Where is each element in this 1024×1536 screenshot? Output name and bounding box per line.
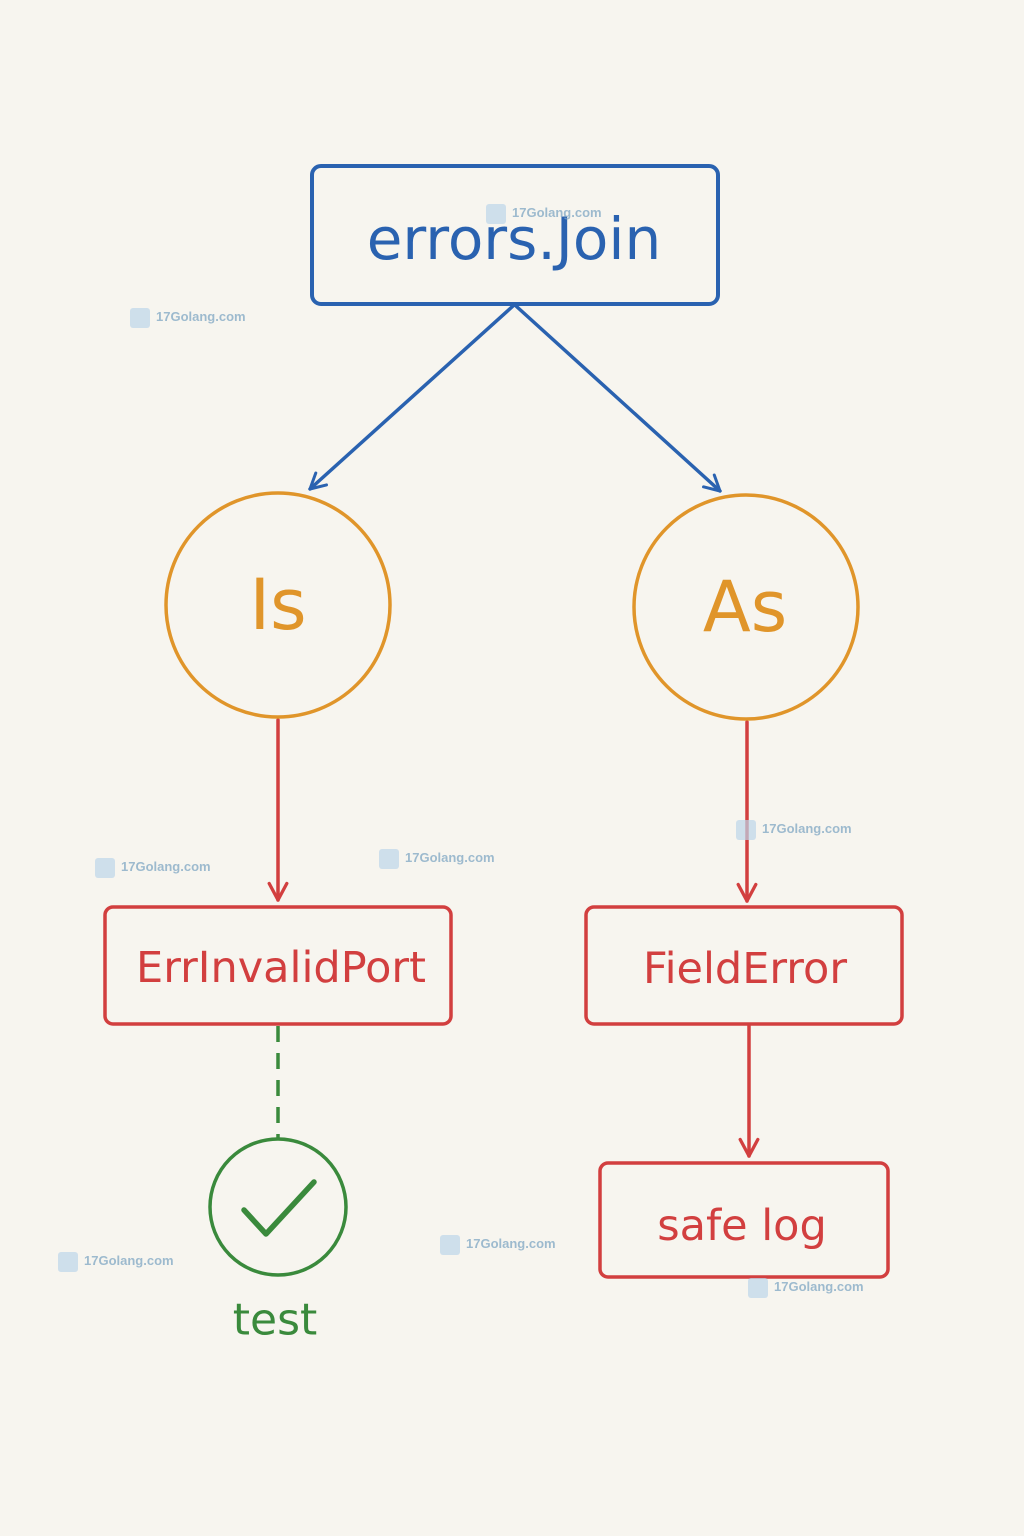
node-safe-log-label: safe log [657, 1201, 827, 1251]
node-errors-join-label: errors.Join [367, 205, 662, 273]
svg-text:17Golang.com: 17Golang.com [466, 1236, 556, 1251]
check-icon [241, 1179, 317, 1237]
watermark-logo: 17Golang.com [440, 1235, 556, 1255]
edge-join-to-as [514, 304, 722, 493]
node-is: Is [164, 491, 392, 719]
node-errors-join: errors.Join [310, 164, 720, 306]
node-errinvalidport: ErrInvalidPort [103, 905, 453, 1026]
node-errinvalidport-label: ErrInvalidPort [136, 943, 426, 993]
svg-text:17Golang.com: 17Golang.com [84, 1253, 174, 1268]
node-test-label: test [233, 1295, 318, 1346]
node-safe-log: safe log [598, 1161, 890, 1279]
watermark-logo: 17Golang.com [130, 308, 246, 328]
node-fielderror: FieldError [584, 905, 904, 1026]
node-as: As [632, 493, 860, 721]
svg-text:17Golang.com: 17Golang.com [156, 309, 246, 324]
node-fielderror-label: FieldError [643, 944, 847, 994]
edges [267, 304, 760, 1158]
svg-text:17Golang.com: 17Golang.com [512, 205, 602, 220]
edge-join-to-is [308, 304, 515, 491]
svg-text:17Golang.com: 17Golang.com [405, 850, 495, 865]
svg-text:17Golang.com: 17Golang.com [121, 859, 211, 874]
watermark-logo: 17Golang.com [58, 1252, 174, 1272]
svg-text:17Golang.com: 17Golang.com [774, 1279, 864, 1294]
watermark-logo: 17Golang.com [486, 204, 602, 224]
watermark-logo: 17Golang.com [748, 1278, 864, 1298]
watermarks: 17Golang.com 17Golang.com 17Golang.com 1… [58, 204, 864, 1298]
node-as-label: As [703, 566, 787, 648]
watermark-logo: 17Golang.com [379, 849, 495, 869]
svg-text:17Golang.com: 17Golang.com [762, 821, 852, 836]
watermark-logo: 17Golang.com [736, 820, 852, 840]
node-is-label: Is [249, 564, 306, 646]
watermark-logo: 17Golang.com [95, 858, 211, 878]
node-test: test [208, 1137, 348, 1346]
